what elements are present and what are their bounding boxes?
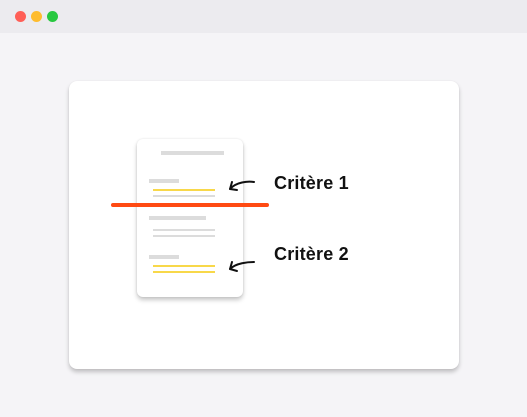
document-line <box>149 255 179 259</box>
document-line <box>153 195 215 197</box>
window-titlebar <box>0 0 527 33</box>
close-window-button[interactable] <box>15 11 26 22</box>
document-icon <box>137 139 243 297</box>
criterion-2-label: Critère 2 <box>274 244 349 264</box>
document-line <box>153 235 215 237</box>
curved-arrow-icon <box>229 261 255 272</box>
document-highlight-line <box>153 271 215 273</box>
document-highlight-line <box>153 265 215 267</box>
criterion-1-label: Critère 1 <box>274 173 349 193</box>
curved-arrow-icon <box>229 180 255 191</box>
maximize-window-button[interactable] <box>47 11 58 22</box>
illustration-card <box>69 81 459 369</box>
cut-line <box>111 203 269 207</box>
document-highlight-line <box>153 189 215 191</box>
document-line <box>149 179 179 183</box>
document-line <box>153 229 215 231</box>
minimize-window-button[interactable] <box>31 11 42 22</box>
document-title-line <box>161 151 224 155</box>
document-line <box>149 216 206 220</box>
